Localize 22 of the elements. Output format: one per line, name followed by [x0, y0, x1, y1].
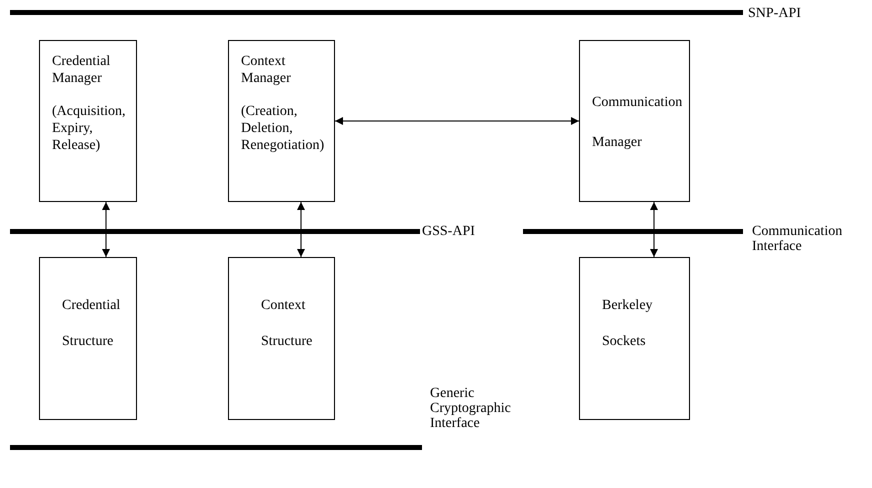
interface-label: Communication Interface [752, 224, 844, 254]
double-arrow [334, 117, 580, 125]
component-text: Context Manager [241, 53, 292, 87]
component-text: (Acquisition, Expiry, Release) [52, 103, 126, 154]
double-arrow [650, 202, 658, 258]
component-box [579, 257, 690, 420]
interface-label: GSS-API [422, 224, 476, 239]
component-box [39, 257, 137, 420]
component-text: Berkeley Sockets [602, 297, 654, 351]
double-arrow [102, 202, 110, 258]
component-box [228, 257, 335, 420]
component-text: Credential Structure [62, 297, 122, 351]
component-text: Context Structure [261, 297, 314, 351]
component-text: (Creation, Deletion, Renegotiation) [241, 103, 326, 154]
component-text: Credential Manager [52, 53, 112, 87]
component-text: Communication Manager [592, 94, 681, 152]
interface-label: Generic Cryptographic Interface [430, 386, 512, 431]
double-arrow [297, 202, 305, 258]
interface-label: SNP-API [748, 6, 802, 21]
component-box [579, 40, 690, 202]
component-box [228, 40, 335, 202]
component-box [39, 40, 137, 202]
